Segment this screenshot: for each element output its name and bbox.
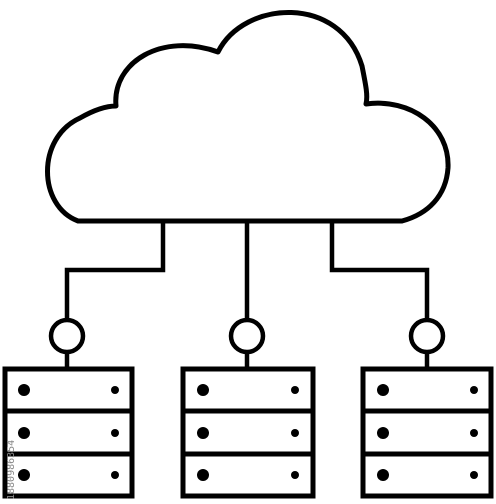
connector-node-icon <box>48 317 86 355</box>
server-rack-icon <box>180 366 316 499</box>
status-light-icon <box>470 386 478 394</box>
status-light-icon <box>291 471 299 479</box>
status-light-icon <box>111 429 119 437</box>
status-light-icon <box>470 471 478 479</box>
status-light-icon <box>111 471 119 479</box>
status-light-icon <box>377 469 389 481</box>
stock-id-text: 1880986354 <box>0 0 1 1</box>
status-light-icon <box>291 386 299 394</box>
status-light-icon <box>197 384 209 396</box>
connection-lines <box>64 223 430 368</box>
stock-id-label: 1880986354 <box>6 440 17 500</box>
status-light-icon <box>18 384 30 396</box>
status-light-icon <box>18 427 30 439</box>
status-light-icon <box>111 386 119 394</box>
status-light-icon <box>18 469 30 481</box>
cloud-icon <box>45 10 451 224</box>
connection-line-left <box>64 223 166 320</box>
status-light-icon <box>470 429 478 437</box>
server-rack-icon <box>360 366 494 499</box>
server-rack-icon <box>2 366 135 499</box>
status-light-icon <box>291 429 299 437</box>
connector-node-icon <box>228 317 266 355</box>
status-light-icon <box>377 384 389 396</box>
status-light-icon <box>377 427 389 439</box>
connection-line-right <box>329 223 430 320</box>
connector-node-icon <box>408 317 446 355</box>
status-light-icon <box>197 469 209 481</box>
status-light-icon <box>197 427 209 439</box>
